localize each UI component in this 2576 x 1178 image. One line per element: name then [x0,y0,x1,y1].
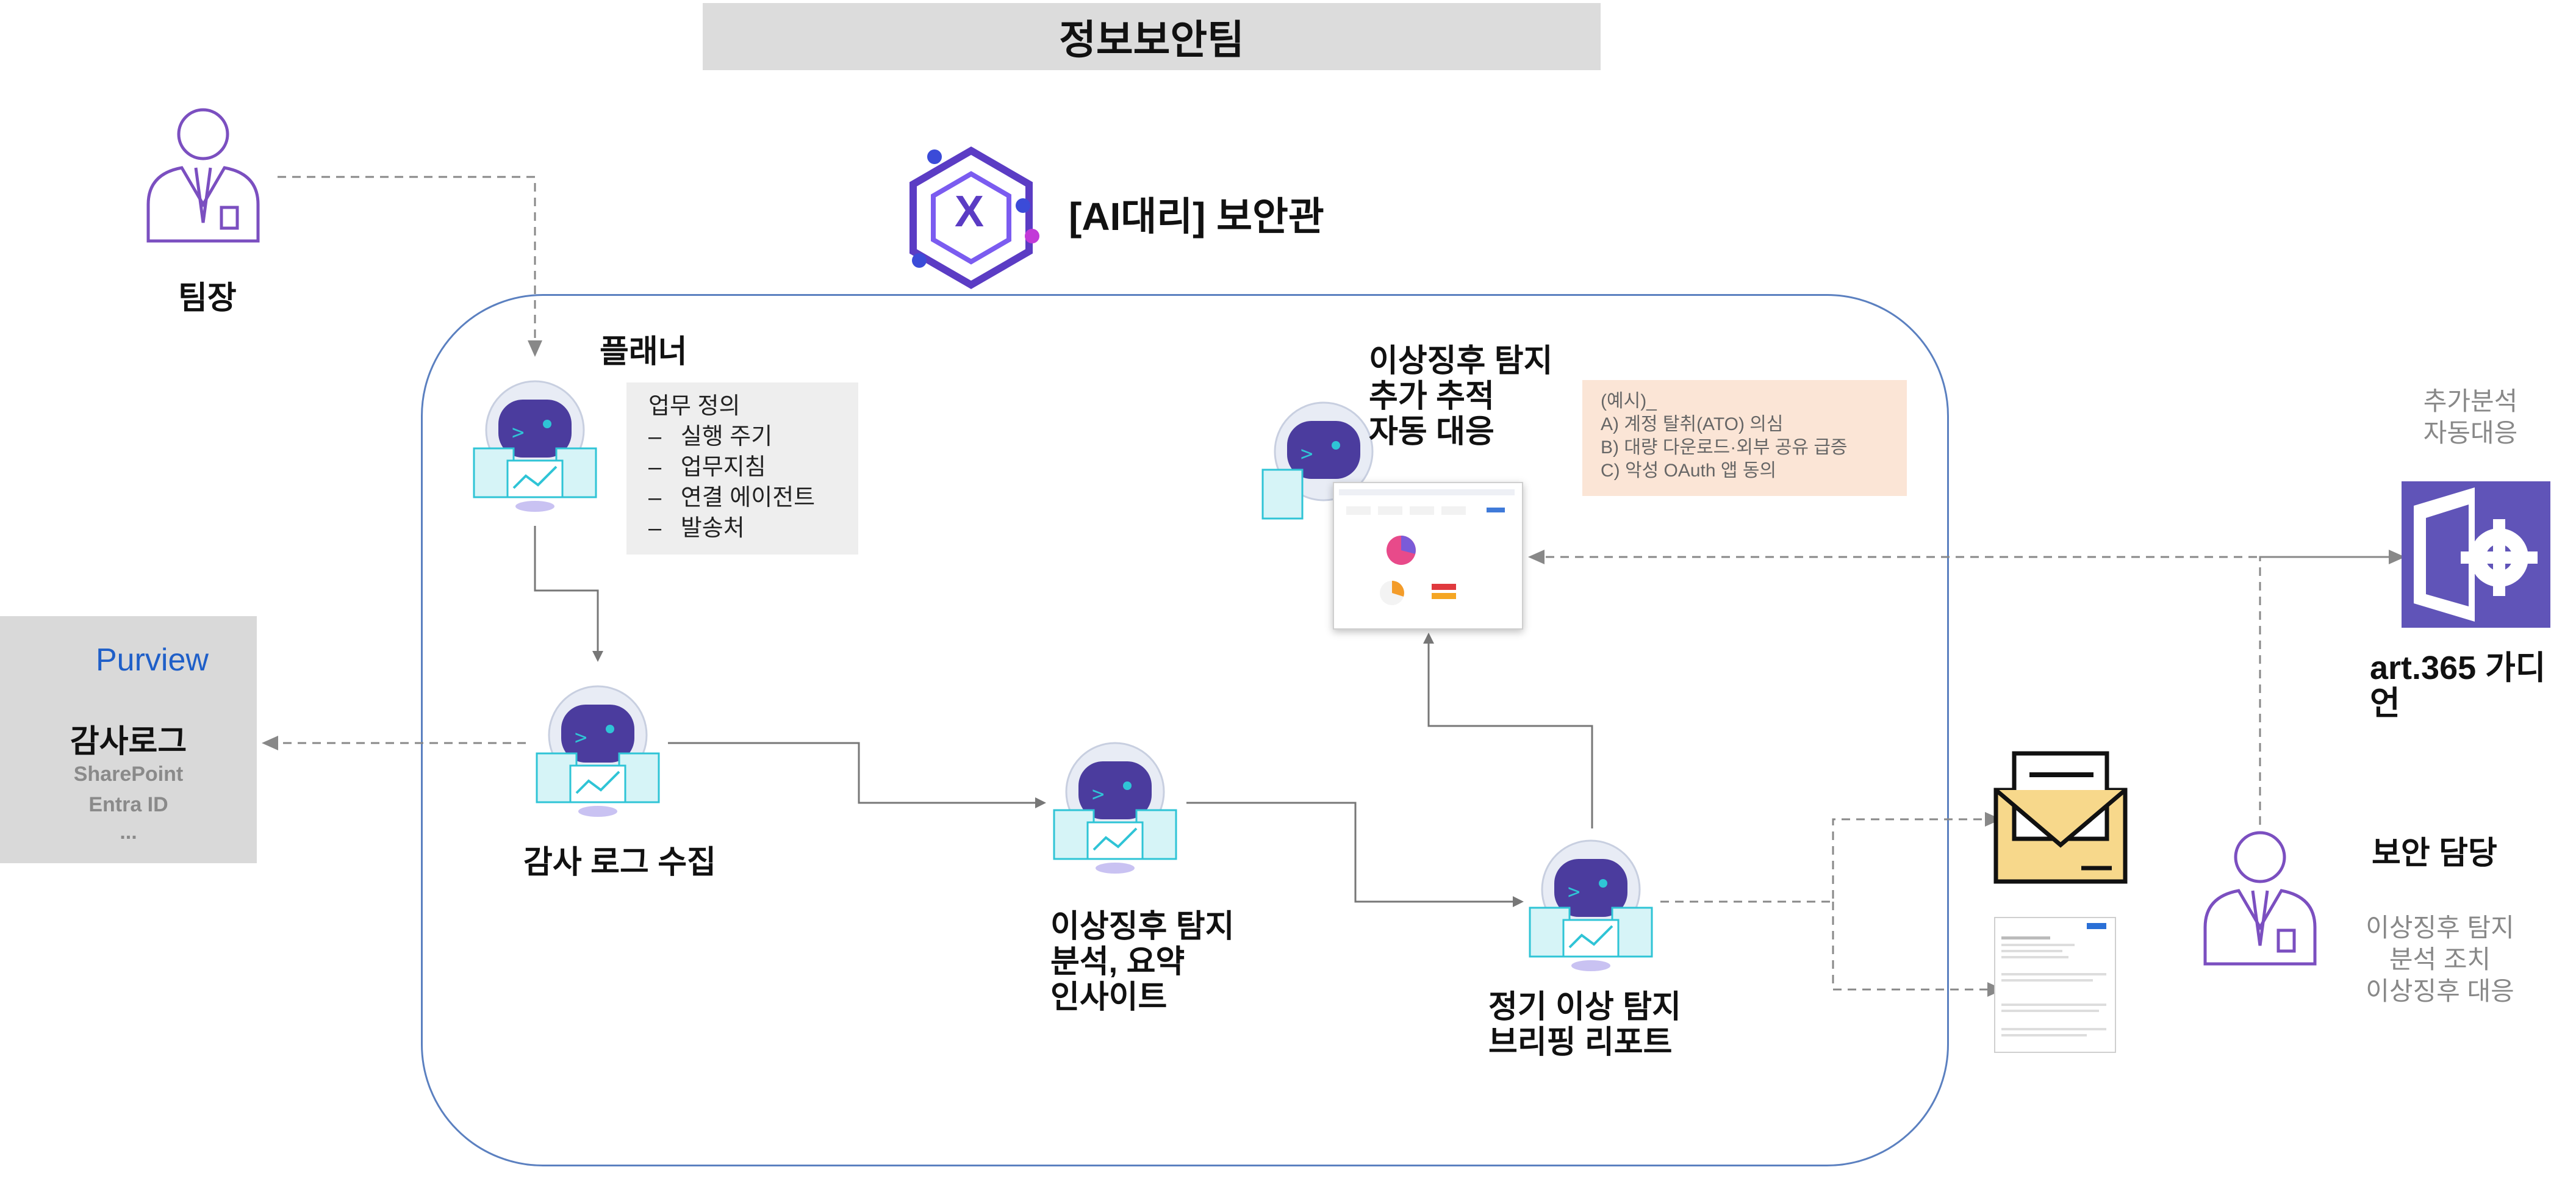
example-item: B) 대량 다운로드·외부 공유 급증 [1601,437,1848,458]
security-officer-label: 보안 담당 [2372,836,2497,871]
svg-text:>: > [1301,442,1313,466]
track-robot-icon: > [1261,401,1374,520]
purview-name: Purview [96,642,209,678]
connector-lead-to-planner [278,176,542,357]
planner-robot-icon: > [473,380,597,512]
connector-collect-to-detect [668,742,1046,808]
report-dashboard-thumbnail [1333,482,1523,630]
brief-robot-icon: > [1529,839,1653,971]
example-title: (예시)_ [1601,391,1657,411]
team-lead-label: 팀장 [178,281,237,316]
guardian-logo-icon [2402,481,2550,628]
detect-robot-icon: > [1053,742,1177,874]
task-title: 업무 정의 [648,393,741,419]
example-item: A) 계정 탈취(ATO) 의심 [1601,414,1784,434]
task-item: – 업무지침 [648,454,766,480]
task-item: – 실행 주기 [648,424,773,450]
page-title: 정보보안팀 [703,3,1601,70]
mail-envelope-icon [1993,751,2128,884]
agent-boundary [421,294,1949,1166]
connector-brief-to-report [1423,633,1593,828]
connector-officer-to-guardian [2259,550,2405,825]
svg-text:>: > [512,420,524,445]
task-item: – 연결 에이전트 [648,485,816,511]
svg-text:>: > [1092,782,1104,806]
svg-text:>: > [575,725,587,750]
connector-planner-to-collect [534,526,603,662]
team-lead-person-icon [146,108,260,243]
security-officer-duties: 이상징후 탐지 분석 조치 이상징후 대응 [2366,913,2514,1005]
example-box: (예시)_ A) 계정 탈취(ATO) 의심 B) 대량 다운로드·외부 공유 … [1582,380,1907,496]
audit-log-title: 감사로그 [70,724,187,760]
planner-label: 플래너 [600,334,687,370]
example-item: C) 악성 OAuth 앱 동의 [1601,461,1777,481]
purview-service: SharePoint [73,763,184,786]
collect-label: 감사 로그 수집 [523,845,716,880]
connector-brief-to-mail [1660,812,2001,903]
connector-detect-to-brief [1186,802,1524,907]
purview-panel [0,616,257,863]
task-item: – 발송처 [648,515,745,541]
security-officer-person-icon [2203,831,2317,966]
purview-service: ... [120,821,137,844]
agent-logo-glyph: X [955,187,985,236]
agent-logo-icon [909,146,1039,289]
task-definition-box: 업무 정의 – 실행 주기 – 업무지침 – 연결 에이전트 – 발송처 [626,382,858,555]
agent-name: [AI대리] 보안관 [1069,195,1324,239]
svg-text:>: > [1568,880,1580,904]
guardian-name: art.365 가디언 [2370,650,2546,722]
purview-service: Entra ID [88,793,168,816]
connector-brief-to-doc [1832,902,2004,997]
report-document-thumbnail [1994,917,2116,1053]
collect-robot-icon: > [536,685,660,817]
